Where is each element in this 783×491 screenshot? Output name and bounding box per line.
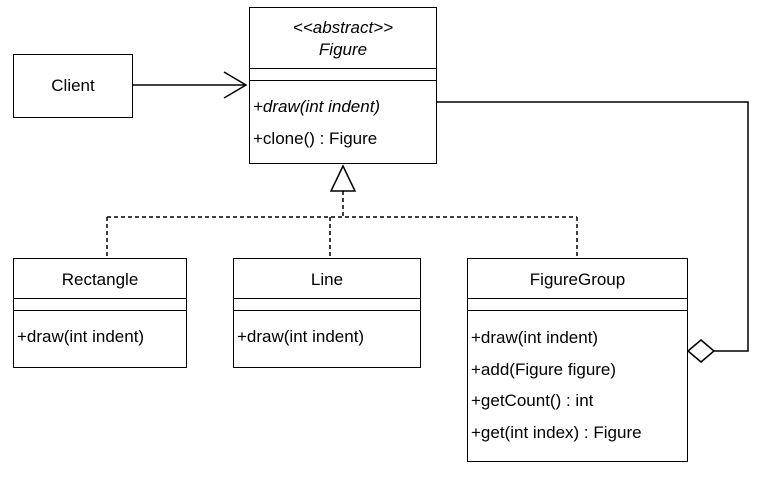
figure-stereotype: <<abstract>>: [292, 18, 394, 37]
figure-operation-clone: +clone() : Figure: [253, 129, 378, 148]
line-class-name: Line: [310, 270, 344, 289]
figuregroup-operation-add: +add(Figure figure): [471, 360, 617, 379]
rectangle-class-name: Rectangle: [61, 270, 139, 289]
line-name-divider: [234, 298, 420, 299]
rectangle-operation-draw: +draw(int indent): [17, 327, 145, 346]
rectangle-class[interactable]: Rectangle +draw(int indent): [13, 258, 187, 368]
aggregation-line: [437, 101, 749, 352]
generalization-triangle: [329, 164, 357, 192]
figuregroup-class-name: FigureGroup: [529, 270, 626, 289]
figuregroup-operation-draw: +draw(int indent): [471, 328, 599, 347]
figure-name-divider: [250, 68, 436, 69]
figure-attributes-divider: [250, 80, 436, 81]
line-attributes-divider: [234, 310, 420, 311]
line-operation-draw: +draw(int indent): [237, 327, 365, 346]
figure-operation-draw: +draw(int indent): [253, 97, 381, 116]
association-arrowhead: [223, 71, 248, 99]
client-class[interactable]: Client: [13, 54, 133, 118]
figuregroup-operation-get: +get(int index) : Figure: [471, 423, 642, 442]
client-class-name: Client: [51, 76, 95, 95]
figuregroup-name-divider: [468, 298, 687, 299]
rectangle-name-divider: [14, 298, 186, 299]
line-class[interactable]: Line +draw(int indent): [233, 258, 421, 368]
figure-class[interactable]: <<abstract>> Figure +draw(int indent) +c…: [249, 7, 437, 164]
figuregroup-operation-getcount: +getCount() : int: [471, 391, 594, 410]
figuregroup-attributes-divider: [468, 310, 687, 311]
figure-class-name: Figure: [318, 40, 368, 59]
figuregroup-class[interactable]: FigureGroup +draw(int indent) +add(Figur…: [467, 258, 688, 462]
aggregation-diamond: [686, 339, 716, 363]
rectangle-attributes-divider: [14, 310, 186, 311]
